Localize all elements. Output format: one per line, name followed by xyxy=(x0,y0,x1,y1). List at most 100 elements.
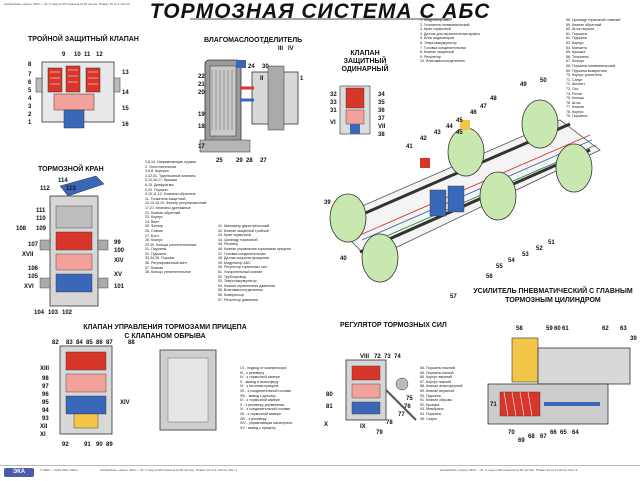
svg-text:46: 46 xyxy=(470,110,477,116)
svg-text:108: 108 xyxy=(16,226,27,232)
svg-text:36: 36 xyxy=(378,108,385,114)
svg-text:70: 70 xyxy=(508,430,515,436)
legend-col3: 1. Модулятор АБС 2. Усилитель пневматиче… xyxy=(420,18,481,64)
svg-text:97: 97 xyxy=(42,384,49,390)
moisture-separator-drawing xyxy=(199,59,299,153)
svg-text:65: 65 xyxy=(560,430,567,436)
svg-text:XIII: XIII xyxy=(40,366,49,372)
legend-col4: 58. Цилиндр тормозной главный 59. Клапан… xyxy=(566,18,621,119)
svg-text:67: 67 xyxy=(540,434,547,440)
svg-text:8: 8 xyxy=(28,62,32,68)
svg-text:27: 27 xyxy=(260,158,267,164)
svg-text:1: 1 xyxy=(28,120,32,126)
svg-text:109: 109 xyxy=(36,226,47,232)
svg-text:37: 37 xyxy=(378,116,385,122)
svg-text:84: 84 xyxy=(76,340,83,346)
svg-text:110: 110 xyxy=(36,216,46,222)
svg-text:77: 77 xyxy=(398,412,405,418)
svg-text:89: 89 xyxy=(106,442,113,448)
legend-col7: I,II - подвод от компрессора III - к рес… xyxy=(240,366,293,430)
svg-text:73: 73 xyxy=(384,354,391,360)
svg-text:49: 49 xyxy=(520,82,527,88)
svg-text:9: 9 xyxy=(62,52,66,58)
header-brake-valve: ТОРМОЗНОЙ КРАН xyxy=(38,166,104,173)
svg-text:28: 28 xyxy=(246,158,253,164)
svg-text:VIII: VIII xyxy=(360,354,369,360)
svg-text:96: 96 xyxy=(42,392,49,398)
svg-text:2: 2 xyxy=(28,112,32,118)
header-moisture-separator: ВЛАГОМАСЛООТДЕЛИТЕЛЬ xyxy=(204,37,303,44)
svg-text:105: 105 xyxy=(28,274,39,280)
svg-text:53: 53 xyxy=(522,252,529,258)
svg-text:33: 33 xyxy=(330,100,337,106)
svg-text:3: 3 xyxy=(28,104,32,110)
svg-text:20: 20 xyxy=(198,90,205,96)
svg-text:VI: VI xyxy=(330,120,336,126)
svg-text:18: 18 xyxy=(198,124,205,130)
svg-text:39: 39 xyxy=(324,200,331,206)
svg-text:82: 82 xyxy=(52,340,59,346)
svg-text:44: 44 xyxy=(446,124,453,130)
svg-text:50: 50 xyxy=(540,78,547,84)
triple-valve-drawing xyxy=(35,61,121,129)
svg-text:5: 5 xyxy=(28,88,32,94)
svg-text:80: 80 xyxy=(326,392,333,398)
svg-text:XIV: XIV xyxy=(114,258,124,264)
svg-text:VII: VII xyxy=(378,124,386,130)
svg-text:76: 76 xyxy=(404,404,411,410)
svg-text:74: 74 xyxy=(394,354,401,360)
header-single-valve: КЛАПАН ЗАЩИТНЫЙ ОДИНАРНЫЙ xyxy=(341,50,389,73)
svg-text:61: 61 xyxy=(562,326,569,332)
chassis-drawing xyxy=(329,99,601,283)
svg-text:12: 12 xyxy=(96,52,103,58)
svg-text:54: 54 xyxy=(508,258,515,264)
svg-text:30: 30 xyxy=(262,64,269,70)
booster-drawing xyxy=(487,337,631,425)
svg-text:87: 87 xyxy=(106,340,113,346)
svg-text:34: 34 xyxy=(378,92,385,98)
svg-text:72: 72 xyxy=(374,354,381,360)
svg-text:43: 43 xyxy=(434,130,441,136)
header-force-regulator: РЕГУЛЯТОР ТОРМОЗНЫХ СИЛ xyxy=(340,322,447,329)
single-valve-drawing xyxy=(339,85,371,135)
svg-text:66: 66 xyxy=(550,430,557,436)
svg-text:II: II xyxy=(260,76,264,82)
svg-text:XIV: XIV xyxy=(120,400,130,406)
trailer-valve-drawing xyxy=(59,345,217,435)
svg-text:XI: XI xyxy=(40,432,46,438)
legend-col1: 1,8,14. Направляющие пружин 2. Уплотните… xyxy=(145,160,207,275)
svg-text:XII: XII xyxy=(40,424,48,430)
header-trailer-valve: КЛАПАН УПРАВЛЕНИЯ ТОРМОЗАМИ ПРИЦЕПА С КЛ… xyxy=(83,324,247,340)
svg-text:21: 21 xyxy=(198,82,205,88)
svg-text:71: 71 xyxy=(490,402,497,408)
svg-text:68: 68 xyxy=(528,434,535,440)
svg-text:19: 19 xyxy=(198,112,205,118)
svg-text:7: 7 xyxy=(28,72,32,78)
svg-text:39: 39 xyxy=(630,336,637,342)
svg-text:4: 4 xyxy=(28,96,32,102)
svg-text:48: 48 xyxy=(490,96,497,102)
svg-text:10: 10 xyxy=(74,52,81,58)
svg-text:83: 83 xyxy=(66,340,73,346)
top-note: Автомобиль «Урал» 4320 — 31. Стенд из 38… xyxy=(4,2,130,6)
svg-text:58: 58 xyxy=(516,326,523,332)
svg-text:22: 22 xyxy=(198,74,205,80)
svg-text:32: 32 xyxy=(330,92,337,98)
svg-text:24: 24 xyxy=(248,64,255,70)
svg-text:38: 38 xyxy=(378,132,385,138)
svg-text:107: 107 xyxy=(28,242,39,248)
svg-text:92: 92 xyxy=(62,442,69,448)
svg-text:100: 100 xyxy=(114,248,125,254)
svg-text:78: 78 xyxy=(386,420,393,426)
footer-copyright: © 2003 — 2010 ЗАО «ЭКА» xyxy=(40,468,79,472)
svg-text:106: 106 xyxy=(28,266,39,272)
svg-text:55: 55 xyxy=(496,264,503,270)
svg-text:51: 51 xyxy=(548,240,555,246)
legend-col2: 41. Манометр двухстрелочный 42. Клапан з… xyxy=(218,224,291,302)
